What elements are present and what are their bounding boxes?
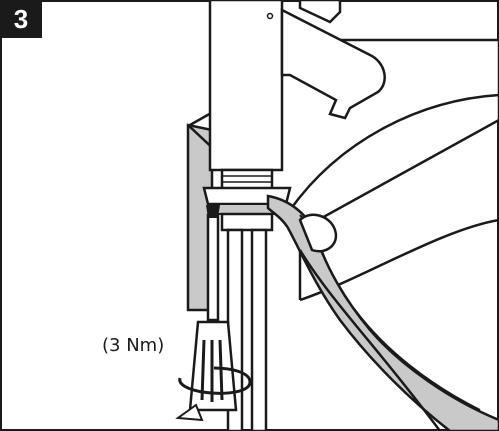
wrench-jaw bbox=[298, 213, 338, 253]
lower-nut bbox=[220, 212, 274, 232]
faucet-spout bbox=[280, 7, 386, 120]
thread-lines bbox=[222, 175, 272, 183]
step-number-badge: 3 bbox=[0, 0, 42, 38]
faucet-lever bbox=[298, 0, 342, 24]
rotation-arrow-head-icon bbox=[175, 403, 204, 422]
wrench-tool bbox=[266, 194, 499, 431]
supply-hose-right bbox=[250, 228, 268, 431]
rotation-arrow-icon bbox=[178, 366, 252, 395]
wrench-arm-lower bbox=[298, 249, 442, 431]
torque-annotation: (3 Nm) bbox=[102, 335, 165, 356]
lever-dot-icon bbox=[266, 12, 274, 20]
faucet-body bbox=[208, 0, 284, 172]
screwdriver-tip bbox=[206, 205, 220, 218]
sink-bowl-curve bbox=[288, 93, 499, 211]
screwdriver-shaft bbox=[206, 213, 220, 322]
